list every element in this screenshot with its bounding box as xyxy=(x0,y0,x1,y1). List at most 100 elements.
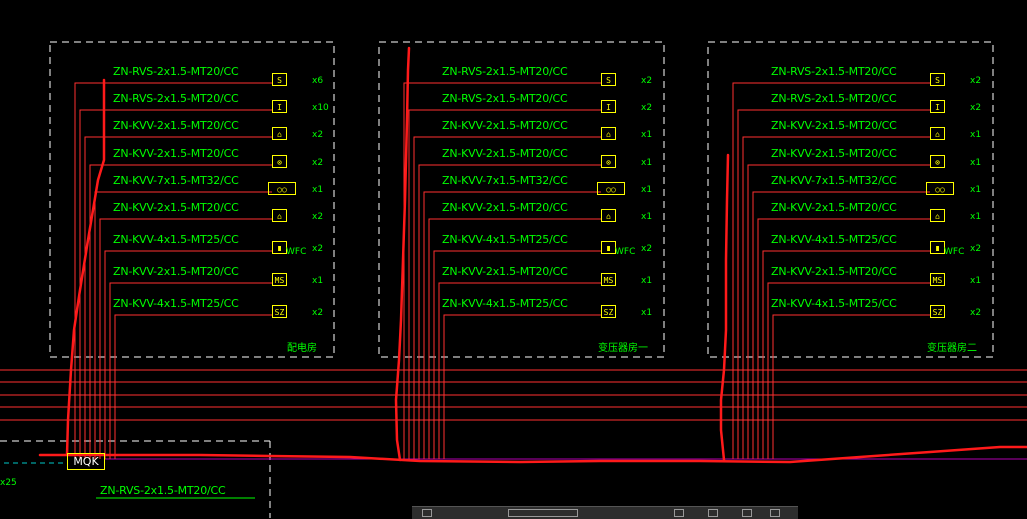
button-symbol-icon[interactable]: I xyxy=(930,100,945,113)
switch-symbol-icon[interactable]: S xyxy=(601,73,616,86)
wire-run xyxy=(423,191,601,459)
quantity-label: x1 xyxy=(970,158,982,168)
wire-run xyxy=(737,109,930,459)
quantity-label: x2 xyxy=(970,103,982,113)
cable-label: ZN-KVV-2x1.5-MT20/CC xyxy=(771,119,897,132)
cable-label: ZN-KVV-4x1.5-MT25/CC xyxy=(442,233,568,246)
wire-run xyxy=(757,218,930,459)
lamp-symbol-icon[interactable]: ⊗ xyxy=(272,155,287,168)
cable-label: ZN-RVS-2x1.5-MT20/CC xyxy=(113,65,239,78)
switch-symbol-icon[interactable]: S xyxy=(272,73,287,86)
wire-run xyxy=(438,282,601,459)
wire-run xyxy=(747,164,930,459)
valve-symbol-icon[interactable]: ∎ xyxy=(930,241,945,254)
wire-run xyxy=(418,164,601,459)
wire-run xyxy=(772,314,930,459)
ms-symbol-icon[interactable]: MS xyxy=(930,273,945,286)
cable-label: ZN-KVV-4x1.5-MT25/CC xyxy=(113,297,239,310)
toolbar-polar-icon[interactable] xyxy=(742,509,752,517)
quantity-label: x6 xyxy=(312,76,324,86)
cable-label: ZN-KVV-4x1.5-MT25/CC xyxy=(771,233,897,246)
left-count-label: x25 xyxy=(0,478,17,488)
cable-label: ZN-KVV-2x1.5-MT20/CC xyxy=(771,147,897,160)
quantity-label: x2 xyxy=(970,244,982,254)
floating-toolbar[interactable] xyxy=(412,506,798,519)
cable-label: ZN-KVV-7x1.5-MT32/CC xyxy=(113,174,239,187)
quantity-label: x2 xyxy=(312,130,324,140)
sounder-symbol-icon[interactable]: ⌂ xyxy=(601,209,616,222)
quantity-label: x2 xyxy=(641,244,653,254)
cable-label: ZN-RVS-2x1.5-MT20/CC xyxy=(771,65,897,78)
module-symbol-icon[interactable]: ○○ xyxy=(268,182,296,195)
mqk-box-tag[interactable]: MQK xyxy=(67,453,105,470)
lower-frame xyxy=(0,440,271,518)
room-name-label: 变压器房二 xyxy=(927,343,977,354)
toolbar-snap-icon[interactable] xyxy=(674,509,684,517)
room-name-label: 变压器房一 xyxy=(598,343,648,354)
cable-label: ZN-RVS-2x1.5-MT20/CC xyxy=(113,92,239,105)
quantity-label: x2 xyxy=(970,76,982,86)
ms-symbol-icon[interactable]: MS xyxy=(601,273,616,286)
toolbar-osnap-icon[interactable] xyxy=(770,509,780,517)
cable-label: ZN-KVV-7x1.5-MT32/CC xyxy=(771,174,897,187)
wire-run xyxy=(84,136,272,459)
alarm-bell-symbol-icon[interactable]: ⌂ xyxy=(601,127,616,140)
wire-run xyxy=(762,250,930,459)
button-symbol-icon[interactable]: I xyxy=(601,100,616,113)
sz-symbol-icon[interactable]: SZ xyxy=(272,305,287,318)
cable-label: ZN-KVV-2x1.5-MT20/CC xyxy=(771,201,897,214)
quantity-label: x2 xyxy=(641,76,653,86)
button-symbol-icon[interactable]: I xyxy=(272,100,287,113)
alarm-bell-symbol-icon[interactable]: ⌂ xyxy=(272,127,287,140)
cable-label: ZN-KVV-2x1.5-MT20/CC xyxy=(113,201,239,214)
wire-run xyxy=(433,250,601,459)
wire-run xyxy=(79,109,272,459)
lamp-symbol-icon[interactable]: ⊗ xyxy=(930,155,945,168)
quantity-label: x2 xyxy=(970,308,982,318)
ms-symbol-icon[interactable]: MS xyxy=(272,273,287,286)
module-symbol-icon[interactable]: ○○ xyxy=(597,182,625,195)
cable-label: ZN-KVV-4x1.5-MT25/CC xyxy=(771,297,897,310)
lamp-symbol-icon[interactable]: ⊗ xyxy=(601,155,616,168)
horizontal-bus-lines xyxy=(0,369,1027,421)
wire-run xyxy=(109,282,272,459)
wire-run xyxy=(428,218,601,459)
cable-label: ZN-KVV-7x1.5-MT32/CC xyxy=(442,174,568,187)
quantity-label: x1 xyxy=(641,130,653,140)
valve-suffix-label: WFC xyxy=(286,247,307,257)
module-symbol-icon[interactable]: ○○ xyxy=(926,182,954,195)
quantity-label: x2 xyxy=(312,212,324,222)
sounder-symbol-icon[interactable]: ⌂ xyxy=(272,209,287,222)
sz-symbol-icon[interactable]: SZ xyxy=(930,305,945,318)
valve-symbol-icon[interactable]: ∎ xyxy=(601,241,616,254)
wire-run xyxy=(74,82,272,459)
switch-symbol-icon[interactable]: S xyxy=(930,73,945,86)
alarm-bell-symbol-icon[interactable]: ⌂ xyxy=(930,127,945,140)
quantity-label: x2 xyxy=(641,103,653,113)
toolbar-ortho-icon[interactable] xyxy=(708,509,718,517)
wire-run xyxy=(89,164,272,459)
wire-run xyxy=(99,218,272,459)
sz-symbol-icon[interactable]: SZ xyxy=(601,305,616,318)
wire-run xyxy=(408,109,601,459)
valve-symbol-icon[interactable]: ∎ xyxy=(272,241,287,254)
quantity-label: x2 xyxy=(312,244,324,254)
quantity-label: x1 xyxy=(641,185,653,195)
cable-label: ZN-RVS-2x1.5-MT20/CC xyxy=(442,92,568,105)
quantity-label: x1 xyxy=(970,185,982,195)
toolbar-field-icon[interactable] xyxy=(508,509,578,517)
wire-run xyxy=(104,250,272,459)
toolbar-grid-icon[interactable] xyxy=(422,509,432,517)
quantity-label: x2 xyxy=(312,158,324,168)
wire-run xyxy=(413,136,601,459)
quantity-label: x1 xyxy=(641,158,653,168)
cable-label: ZN-KVV-2x1.5-MT20/CC xyxy=(442,147,568,160)
wire-run xyxy=(732,82,930,459)
red-markup-strokes xyxy=(38,46,1027,464)
sounder-symbol-icon[interactable]: ⌂ xyxy=(930,209,945,222)
cable-label: ZN-KVV-2x1.5-MT20/CC xyxy=(442,265,568,278)
quantity-label: x1 xyxy=(641,308,653,318)
cable-label: ZN-KVV-2x1.5-MT20/CC xyxy=(113,119,239,132)
wire-run xyxy=(403,82,601,459)
